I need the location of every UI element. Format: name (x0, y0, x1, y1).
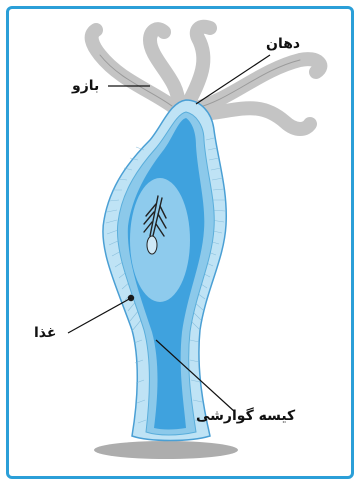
label-tentacle: بازو (72, 78, 99, 94)
label-digestive-sac: کیسه گوارشی (196, 408, 295, 424)
label-food: غذا (34, 325, 56, 341)
food-vacuole (130, 178, 190, 302)
food-leader (68, 298, 131, 333)
label-mouth: دهان (266, 36, 300, 52)
base-shadow (94, 441, 238, 459)
